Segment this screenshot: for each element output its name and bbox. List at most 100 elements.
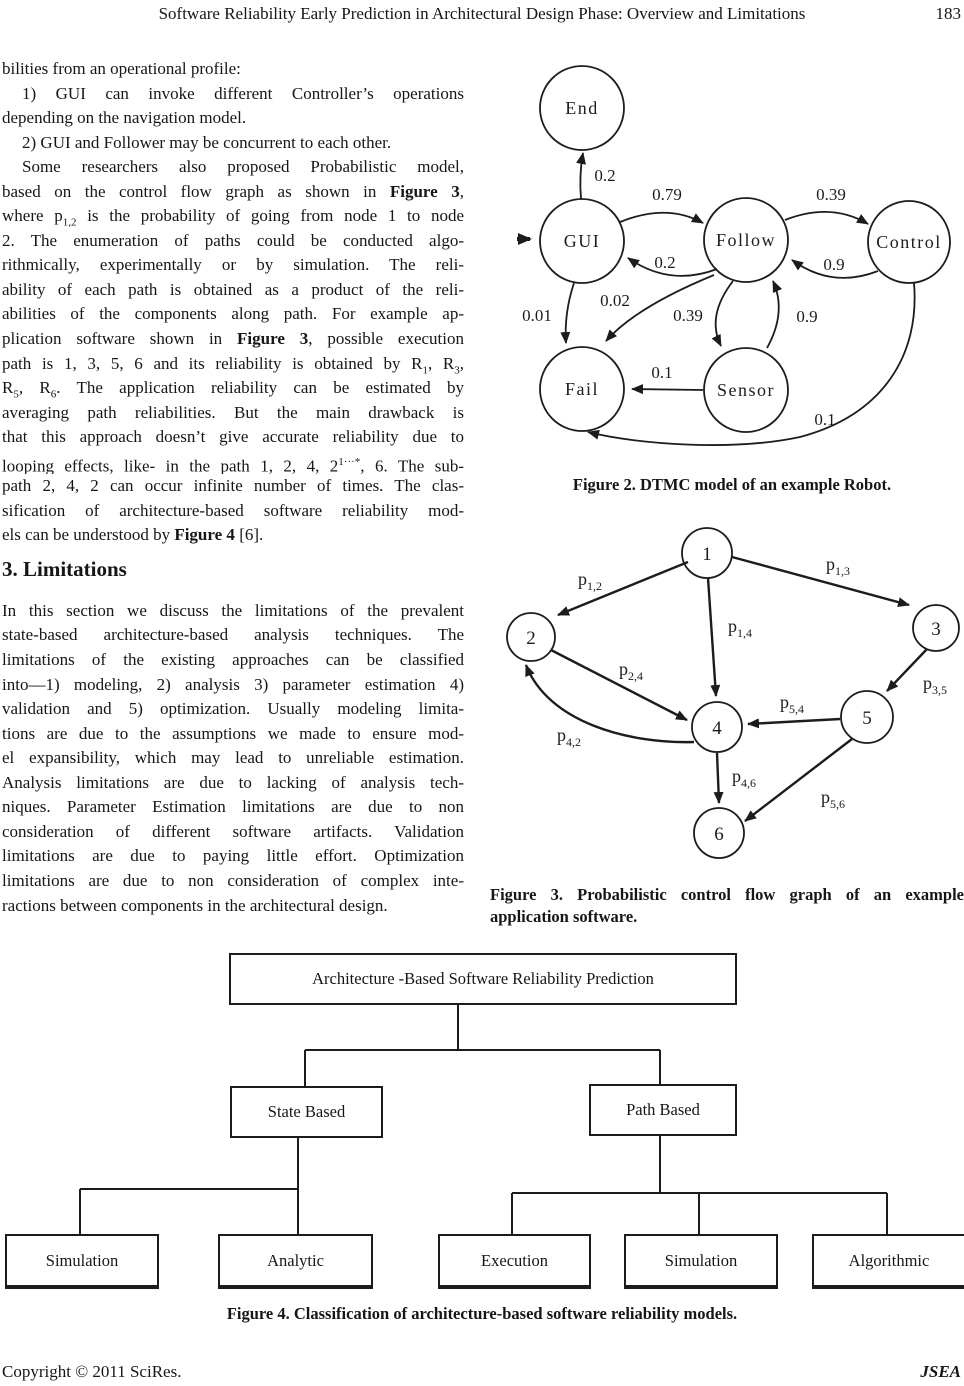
node-control-label: Control: [876, 232, 942, 252]
node-6: [693, 807, 745, 859]
node-gui: [539, 198, 625, 284]
text-line: 1) GUI can invoke different Controller’s…: [22, 83, 464, 103]
paragraph-block-2: In this section we discuss the limitatio…: [2, 599, 464, 918]
text-line: 2. The enumeration of paths could be con…: [2, 230, 464, 250]
node-fail: [539, 346, 625, 432]
figure4-connector-lines: [79, 1001, 888, 1234]
edge-label-p14: p1,4: [728, 616, 752, 640]
edge-label-p35: p3,5: [923, 673, 947, 697]
tree-box-algorithmic: Algorithmic: [812, 1234, 964, 1289]
tree-box-simulation-path: Simulation: [624, 1234, 778, 1289]
edge-label-p13: p1,3: [826, 554, 850, 578]
node-follow: [703, 197, 789, 283]
edge-label-gui-follow: 0.79: [652, 185, 682, 204]
edge-label-p46: p4,6: [732, 766, 756, 790]
tree-box-state-based: State Based: [230, 1086, 383, 1138]
node-follow-label: Follow: [716, 230, 776, 250]
edge-gui-end: [576, 152, 586, 200]
tree-box-execution: Execution: [438, 1234, 591, 1289]
edge-control-fail: [587, 282, 916, 446]
edge-follow-sensor: [711, 280, 734, 347]
edge-label-sensor-fail: 0.1: [651, 363, 672, 382]
section-heading: 3. Limitations: [2, 556, 127, 581]
tree-box-simulation-state: Simulation: [5, 1234, 159, 1289]
footer-copyright: Copyright © 2011 SciRes.: [2, 1362, 182, 1381]
text-line: depending on the navigation model.: [2, 108, 247, 128]
edge-label-control-fail: 0.1: [814, 410, 835, 429]
edge-label-gui-fail: 0.01: [522, 306, 552, 325]
edge-gui-fail: [560, 282, 575, 344]
figure3-caption-line1: Figure 3. Probabilistic control flow gra…: [490, 885, 964, 904]
edge-4-6: [713, 752, 724, 804]
edge-label-sensor-follow: 0.9: [796, 307, 817, 326]
left-column: bilities from an operational profile: 1) …: [2, 57, 464, 918]
node-2: [506, 612, 556, 662]
edge-5-6: [744, 738, 853, 822]
node-end-label: End: [565, 98, 599, 118]
figure2-svg: End GUI Follow Control Fail Sensor 0.2 0…: [517, 65, 951, 446]
edge-1-2: [557, 560, 689, 617]
node-sensor: [703, 347, 789, 433]
edge-label-follow-fail: 0.02: [600, 291, 630, 310]
text-line: R5, R6. The application reliability can …: [2, 378, 464, 401]
text-line: path is 1, 3, 5, 6 and its reliability i…: [2, 353, 464, 376]
edge-2-4: [550, 648, 688, 722]
text-line: tions are due to the assumptions we made…: [2, 723, 464, 743]
text-line: limitations of the existing approaches c…: [2, 650, 464, 670]
text-line: where p1,2 is the probability of going f…: [2, 206, 464, 229]
node-5: [840, 690, 894, 744]
figure4-classification-tree: Architecture -Based Software Reliability…: [0, 940, 964, 1325]
node-4-label: 4: [712, 718, 722, 739]
edge-4-2: [524, 664, 695, 744]
node-fail-label: Fail: [565, 379, 599, 399]
text-line: bilities from an operational profile:: [2, 59, 241, 78]
figure2-dtmc-diagram: End GUI Follow Control Fail Sensor 0.2 0…: [500, 55, 964, 495]
edge-follow-gui: [627, 257, 718, 277]
edge-1-3: [731, 555, 910, 607]
text-line: Some researchers also proposed Probabili…: [22, 157, 464, 177]
text-line: niques. Parameter Estimation limitations…: [2, 797, 464, 817]
text-line: limitations are due to paying little eff…: [2, 846, 464, 866]
page-number: 183: [935, 4, 962, 23]
edge-label-p56: p5,6: [821, 787, 845, 811]
edge-5-4: [747, 717, 841, 729]
edge-label-follow-sensor: 0.39: [673, 306, 703, 325]
text-line: 2) GUI and Follower may be concurrent to…: [22, 132, 392, 152]
text-line: els can be understood by Figure 4 [6].: [2, 525, 264, 545]
text-line: ability of each path is obtained as a pr…: [2, 279, 464, 299]
node-control: [867, 200, 951, 284]
node-1-label: 1: [702, 544, 712, 565]
text-line: limitations are due to non consideration…: [2, 870, 464, 890]
text-line: based on the control flow graph as shown…: [2, 181, 464, 201]
text-line: state-based architecture-based analysis …: [2, 625, 464, 645]
text-line: rithmically, experimentally or by simula…: [2, 255, 464, 275]
text-line: consideration of different software arti…: [2, 821, 464, 841]
figure4-caption: Figure 4. Classification of architecture…: [226, 1304, 738, 1323]
text-line: into—1) modeling, 2) analysis 3) paramet…: [2, 674, 464, 694]
node-3: [912, 604, 960, 652]
text-line: In this section we discuss the limitatio…: [2, 600, 464, 620]
edge-label-follow-control: 0.39: [816, 185, 846, 204]
text-line: looping effects, like- in the path 1, 2,…: [2, 455, 464, 475]
edge-label-follow-gui: 0.2: [654, 253, 675, 272]
text-line: abilities of the components along path. …: [2, 304, 464, 324]
node-1: [681, 527, 733, 579]
node-5-label: 5: [862, 708, 872, 729]
figure3-caption-line2: application software.: [490, 906, 638, 926]
node-3-label: 3: [931, 619, 941, 640]
node-gui-label: GUI: [564, 231, 601, 251]
node-end: [539, 65, 625, 151]
figure3-caption: Figure 3. Probabilistic control flow gra…: [490, 884, 964, 927]
edge-label-p12: p1,2: [578, 569, 602, 593]
edge-label-gui-end: 0.2: [594, 166, 615, 185]
footer-journal-name: JSEA: [920, 1362, 961, 1381]
text-line: averaging path reliabilities. But the ma…: [2, 402, 464, 422]
edge-label-control-follow: 0.9: [823, 255, 844, 274]
figure2-caption: Figure 2. DTMC model of an example Robot…: [572, 475, 892, 494]
edge-gui-follow: [619, 211, 704, 224]
paragraph-block-1: bilities from an operational profile: 1) …: [2, 57, 464, 548]
edge-label-p54: p5,4: [780, 692, 804, 716]
text-line: that this approach doesn’t give accurate…: [2, 427, 464, 447]
edge-3-5: [886, 648, 928, 692]
